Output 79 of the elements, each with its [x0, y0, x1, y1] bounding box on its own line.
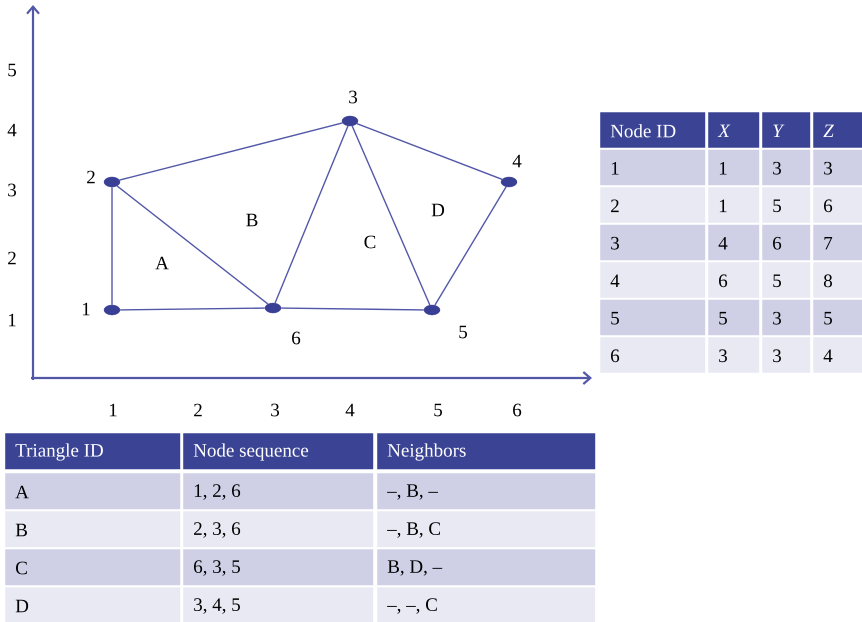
- table-cell: 6: [762, 224, 810, 260]
- table-cell: 1, 2, 6: [183, 473, 374, 510]
- vertex-dot: [500, 176, 518, 188]
- table-cell: 2, 3, 6: [183, 511, 374, 548]
- tick-label: 3: [271, 404, 279, 416]
- vertex-dot: [424, 304, 440, 316]
- table-cell: –, –, C: [377, 587, 596, 622]
- vertex-label: 2: [87, 170, 95, 184]
- table-cell: 6, 3, 5: [183, 549, 374, 586]
- header-cell: Y: [762, 112, 810, 148]
- table-cell: 6: [813, 187, 862, 223]
- triangle-label: B: [246, 214, 258, 226]
- table-cell: –, B, –: [377, 473, 596, 510]
- tick-label: 5: [8, 64, 16, 76]
- table-cell: 1: [708, 150, 760, 186]
- vertex-dot: [264, 302, 282, 314]
- table-cell: C: [5, 549, 180, 586]
- table-cell: B: [5, 511, 180, 548]
- tick-label: 4: [346, 404, 354, 416]
- vertex-label: 3: [349, 90, 357, 104]
- mesh-edge: [119, 122, 343, 181]
- header-cell: X: [708, 112, 760, 148]
- header-cell: Node ID: [600, 112, 706, 148]
- table-cell: 5: [708, 300, 760, 336]
- mesh-edge: [116, 186, 268, 305]
- table-cell: 2: [600, 187, 706, 223]
- mesh-edge: [274, 126, 349, 304]
- header-cell: Z: [813, 112, 862, 148]
- table-cell: 7: [813, 224, 862, 260]
- table-cell: 4: [708, 224, 760, 260]
- mesh-edge: [352, 126, 430, 306]
- vertex-label: 6: [292, 332, 300, 344]
- vertex-dot: [342, 116, 358, 126]
- header-cell: Node sequence: [183, 433, 374, 470]
- vertex-dot: [104, 176, 120, 188]
- mesh-edge: [120, 307, 265, 311]
- table-cell: 3: [708, 337, 760, 373]
- triangle-label: C: [364, 236, 376, 248]
- table-cell: 3: [762, 150, 810, 186]
- table-cell: 4: [600, 262, 706, 298]
- triangle-label: A: [155, 256, 169, 270]
- table-cell: 5: [762, 262, 810, 298]
- table-cell: –, B, C: [377, 511, 596, 548]
- mesh-edge: [281, 307, 424, 311]
- vertex-label: 1: [82, 302, 90, 316]
- tick-label: 3: [8, 184, 16, 196]
- table-cell: 3: [762, 337, 810, 373]
- vertex-dot: [104, 304, 120, 316]
- tick-label: 6: [513, 404, 522, 416]
- table-cell: B, D, –: [377, 549, 596, 586]
- table-cell: 5: [762, 187, 810, 223]
- table-cell: 1: [600, 150, 706, 186]
- table-cell: 5: [600, 300, 706, 336]
- mesh-edge: [111, 187, 113, 305]
- mesh-edge: [434, 186, 507, 306]
- mesh-edge: [356, 123, 502, 180]
- table-cell: 6: [600, 337, 706, 373]
- table-cell: 3: [762, 300, 810, 336]
- table-cell: A: [5, 473, 180, 510]
- header-cell: Triangle ID: [5, 433, 180, 470]
- tick-label: 2: [8, 252, 16, 264]
- tick-label: 5: [434, 404, 442, 416]
- tick-label: 2: [194, 404, 202, 416]
- tick-label: 1: [8, 314, 16, 326]
- table-cell: 5: [813, 300, 862, 336]
- triangle-label: D: [432, 204, 444, 216]
- table-cell: 6: [708, 262, 760, 298]
- table-cell: 3: [600, 224, 706, 260]
- table-cell: 4: [813, 337, 862, 373]
- header-cell: Neighbors: [377, 433, 596, 470]
- vertex-label: 5: [459, 326, 467, 338]
- tick-label: 1: [110, 404, 117, 416]
- table-cell: 3: [813, 150, 862, 186]
- tick-label: 4: [8, 124, 16, 136]
- vertex-label: 4: [512, 154, 522, 168]
- table-cell: 1: [708, 187, 760, 223]
- table-cell: 8: [813, 262, 862, 298]
- table-cell: 3, 4, 5: [183, 587, 374, 622]
- table-cell: D: [5, 587, 180, 622]
